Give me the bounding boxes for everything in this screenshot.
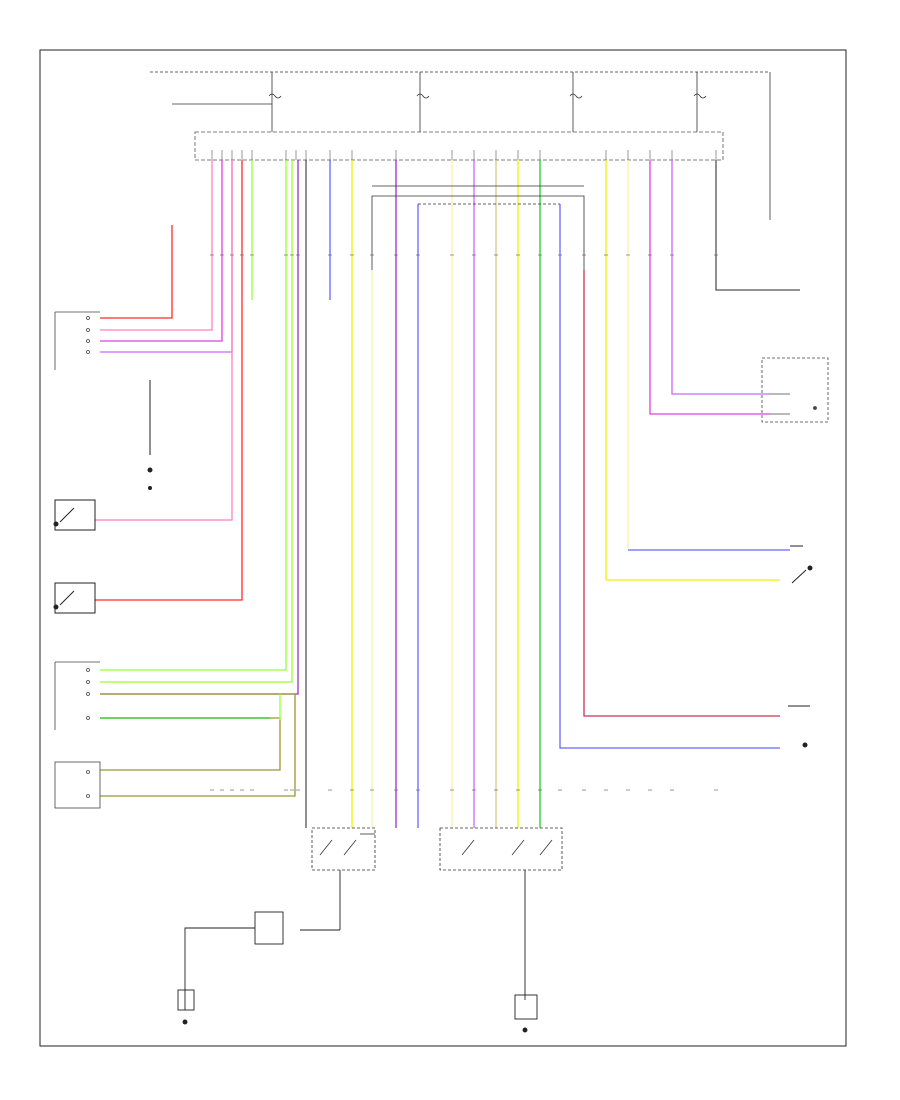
wire-olive xyxy=(100,717,281,771)
wire-pink xyxy=(100,160,213,331)
wire-olive xyxy=(100,693,296,797)
ground-icon xyxy=(147,380,153,490)
engine-control-module xyxy=(54,761,101,809)
wire-gray xyxy=(715,160,800,291)
combination-meter xyxy=(54,661,100,730)
fuse-feeds xyxy=(271,72,698,132)
power-bus xyxy=(150,71,771,220)
airbag-sensor-box xyxy=(761,357,829,423)
wire-yellow xyxy=(605,160,780,581)
fuse-icon xyxy=(268,93,707,99)
connector-ticks xyxy=(210,254,718,791)
ground-wiring-left xyxy=(177,870,341,1025)
wire-magenta xyxy=(100,160,223,342)
left-relay xyxy=(311,827,376,871)
junction-box xyxy=(371,185,585,270)
wire-lime xyxy=(100,160,293,683)
switch-icon xyxy=(790,545,813,584)
wire-purple xyxy=(100,160,299,695)
wire-blue xyxy=(559,204,780,749)
switch-icon xyxy=(788,705,810,748)
wire-lime xyxy=(100,160,287,671)
door-switch-icon xyxy=(53,582,96,614)
wires xyxy=(95,160,800,828)
wire-pink xyxy=(95,160,233,521)
wire-violet xyxy=(671,160,770,395)
wire-red xyxy=(100,225,173,319)
ground-wiring-right xyxy=(514,870,538,1033)
diagram-border xyxy=(39,49,847,1047)
right-relay xyxy=(439,827,563,871)
wire-red xyxy=(95,160,243,601)
wire-magenta xyxy=(649,160,770,415)
door-switch-icon xyxy=(53,499,96,531)
driver-power-window-switch xyxy=(54,311,100,370)
connector-pins xyxy=(211,150,717,160)
wire-dark_red xyxy=(583,270,780,717)
control-unit-connector xyxy=(194,131,724,161)
